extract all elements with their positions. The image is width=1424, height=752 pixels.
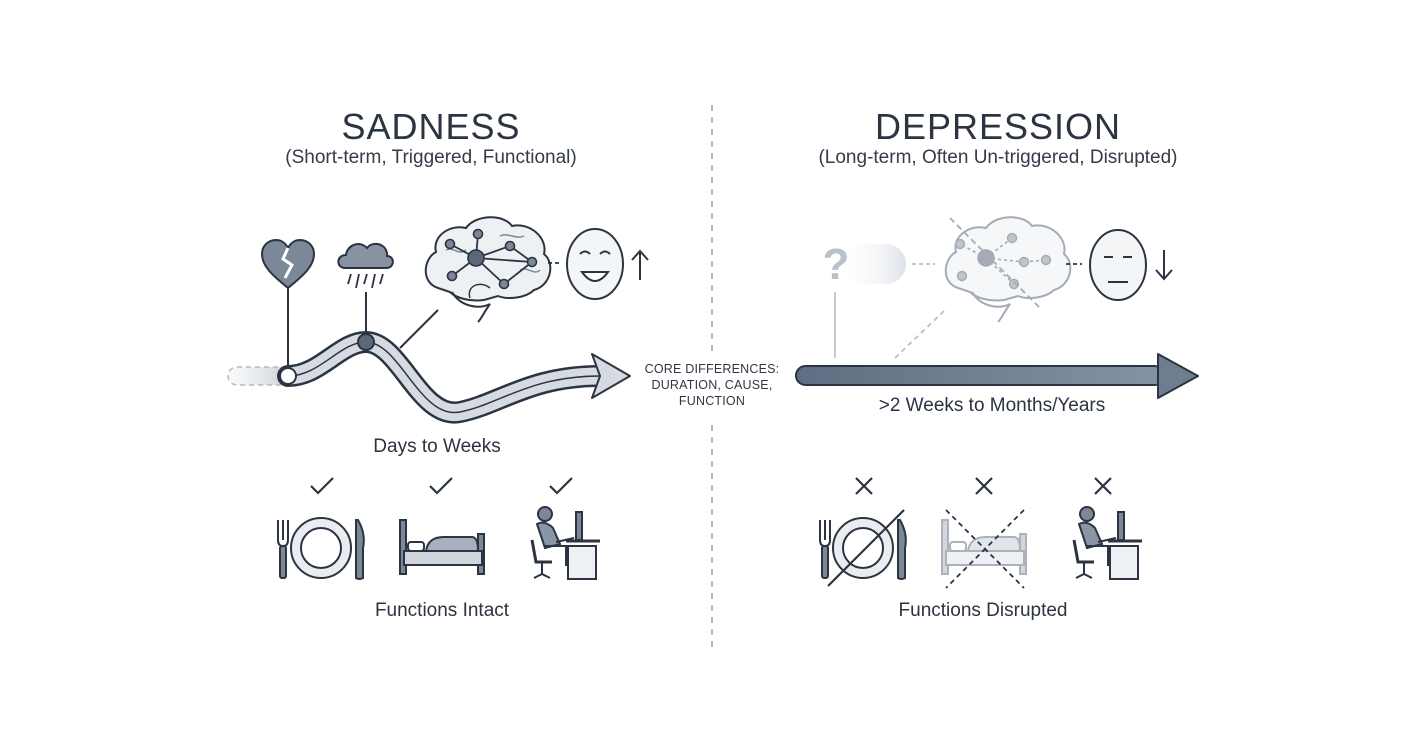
depression-duration-label: >2 Weeks to Months/Years <box>878 395 1106 416</box>
crossed-bed-icon <box>941 509 1027 589</box>
functions-disrupted-label: Functions Disrupted <box>898 600 1068 621</box>
smiling-face-icon <box>566 228 624 300</box>
wavy-timeline-arrow <box>277 330 631 424</box>
functions-intact-label: Functions Intact <box>374 600 510 621</box>
brain-network-icon <box>424 216 552 323</box>
sadness-subtitle: (Short-term, Triggered, Functional) <box>285 147 577 168</box>
core-differences-line-3: FUNCTION <box>678 394 746 408</box>
check-marks-left <box>310 477 573 495</box>
mood-down-arrow-icon <box>1155 250 1173 281</box>
long-straight-arrow <box>795 353 1199 399</box>
person-at-desk-icon-right <box>1072 506 1142 580</box>
timeline-peak-node <box>357 333 375 351</box>
fork-plate-knife-icon-left <box>277 517 365 580</box>
crossed-fork-plate-knife-icon <box>819 509 907 587</box>
core-differences-note: CORE DIFFERENCES: DURATION, CAUSE, FUNCT… <box>642 361 782 409</box>
core-differences-line-2: DURATION, CAUSE, <box>651 378 773 392</box>
sadness-duration-label: Days to Weeks <box>373 436 501 457</box>
question-mark-icon: ? <box>822 240 850 289</box>
x-marks-right <box>855 477 1112 495</box>
broken-heart-icon <box>260 238 316 290</box>
brain-connector <box>399 309 439 349</box>
depression-subtitle: (Long-term, Often Un-triggered, Disrupte… <box>818 147 1178 168</box>
neutral-face-icon <box>1089 229 1147 301</box>
timeline-start-node <box>279 367 297 385</box>
depression-title: DEPRESSION <box>874 106 1122 147</box>
faded-connector-right <box>894 309 946 359</box>
mood-up-arrow-icon <box>631 249 649 280</box>
faded-trigger-shape <box>840 244 906 284</box>
faded-brain-network-icon <box>944 216 1072 323</box>
bed-icon-left <box>399 519 485 575</box>
sadness-title: SADNESS <box>341 106 521 147</box>
rain-cloud-icon <box>337 242 394 289</box>
person-at-desk-icon-left <box>530 506 600 580</box>
core-differences-line-1: CORE DIFFERENCES: <box>644 362 780 376</box>
